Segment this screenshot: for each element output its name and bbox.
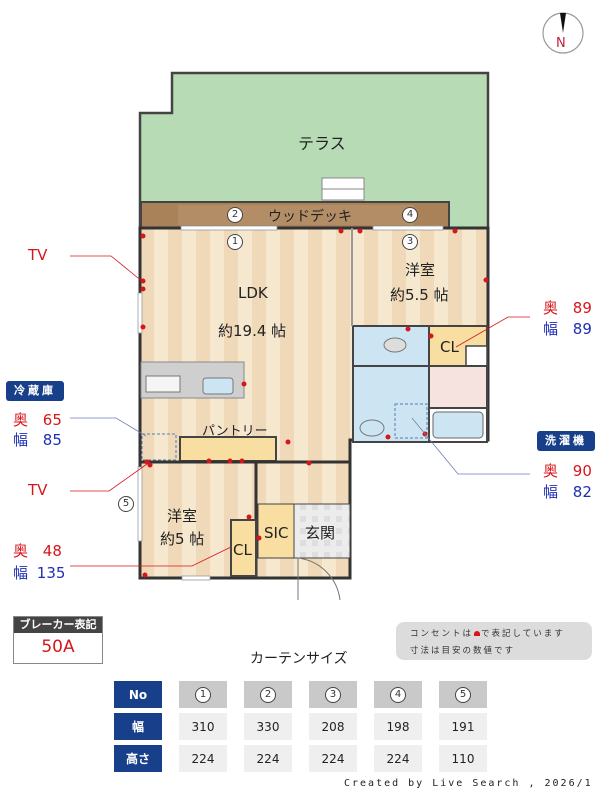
- width-4: 198: [374, 713, 422, 740]
- washer-width: 幅 82: [543, 483, 592, 501]
- western-room-1-size: 約5.5 帖: [390, 286, 449, 304]
- fridge-tag: 冷蔵庫: [6, 381, 64, 401]
- compass-icon: [542, 12, 584, 54]
- width-5: 191: [439, 713, 487, 740]
- outlet-markers: [140, 228, 489, 578]
- col-no-2: 2: [260, 687, 276, 703]
- breaker-title: ブレーカー表記: [14, 617, 102, 633]
- width-1: 310: [179, 713, 227, 740]
- closet-2-label: CL: [233, 541, 252, 559]
- sic-label: SIC: [264, 524, 289, 542]
- width-2: 330: [244, 713, 292, 740]
- western-room-1-label: 洋室: [405, 261, 436, 279]
- col-no-1: 1: [195, 687, 211, 703]
- fridge-depth: 奥 65: [13, 411, 62, 429]
- curtain-table-title: カーテンサイズ: [250, 651, 348, 667]
- breaker-value: 50A: [41, 637, 75, 657]
- curtain-size-table: No 1 2 3 4 5 幅 310 330 208 198 191 高さ 22…: [114, 681, 487, 772]
- curtain-marker-3: 3: [402, 234, 418, 250]
- width-3: 208: [309, 713, 357, 740]
- pantry-label: パントリー: [202, 424, 268, 439]
- ldk-label: LDK: [238, 284, 268, 302]
- height-5: 110: [439, 745, 487, 772]
- curtain-marker-2: 2: [227, 207, 243, 223]
- col-no-4: 4: [390, 687, 406, 703]
- breaker-box: ブレーカー表記 50A: [13, 616, 103, 664]
- curtain-marker-5: 5: [118, 496, 134, 512]
- wood-deck-label: ウッドデッキ: [268, 209, 352, 225]
- western-room-2-size: 約5 帖: [160, 530, 205, 548]
- closet-right-depth: 奥 89: [543, 299, 592, 317]
- height-2: 224: [244, 745, 292, 772]
- row-header-height: 高さ: [114, 745, 162, 772]
- height-4: 224: [374, 745, 422, 772]
- closet-left-width: 幅 135: [13, 564, 66, 582]
- western-room-2-label: 洋室: [167, 507, 198, 525]
- closet-right-width: 幅 89: [543, 320, 592, 338]
- height-1: 224: [179, 745, 227, 772]
- compass-label: N: [556, 36, 566, 51]
- entrance-label: 玄関: [305, 524, 336, 542]
- ldk-size: 約19.4 帖: [218, 322, 287, 340]
- col-no-3: 3: [325, 687, 341, 703]
- height-3: 224: [309, 745, 357, 772]
- tv-label-upper: TV: [28, 246, 48, 264]
- closet-left-depth: 奥 48: [13, 542, 62, 560]
- legend-note: コンセントはで表記しています 寸法は目安の数値です: [396, 622, 592, 660]
- table-row: 高さ 224 224 224 224 110: [114, 745, 487, 772]
- row-header-no: No: [114, 681, 162, 708]
- credit-text: Created by Live Search , 2026/1: [344, 778, 593, 789]
- washer-tag: 洗濯機: [537, 431, 595, 451]
- outlet-icon: [474, 631, 481, 636]
- washer-depth: 奥 90: [543, 462, 592, 480]
- curtain-marker-1: 1: [227, 234, 243, 250]
- row-header-width: 幅: [114, 713, 162, 740]
- table-row: 幅 310 330 208 198 191: [114, 713, 487, 740]
- floor-plan: [70, 12, 584, 600]
- fridge-width: 幅 85: [13, 431, 62, 449]
- tv-label-lower: TV: [28, 481, 48, 499]
- col-no-5: 5: [455, 687, 471, 703]
- closet-1-label: CL: [440, 338, 459, 356]
- curtain-marker-4: 4: [402, 207, 418, 223]
- terrace-label: テラス: [298, 134, 346, 153]
- table-row: No 1 2 3 4 5: [114, 681, 487, 708]
